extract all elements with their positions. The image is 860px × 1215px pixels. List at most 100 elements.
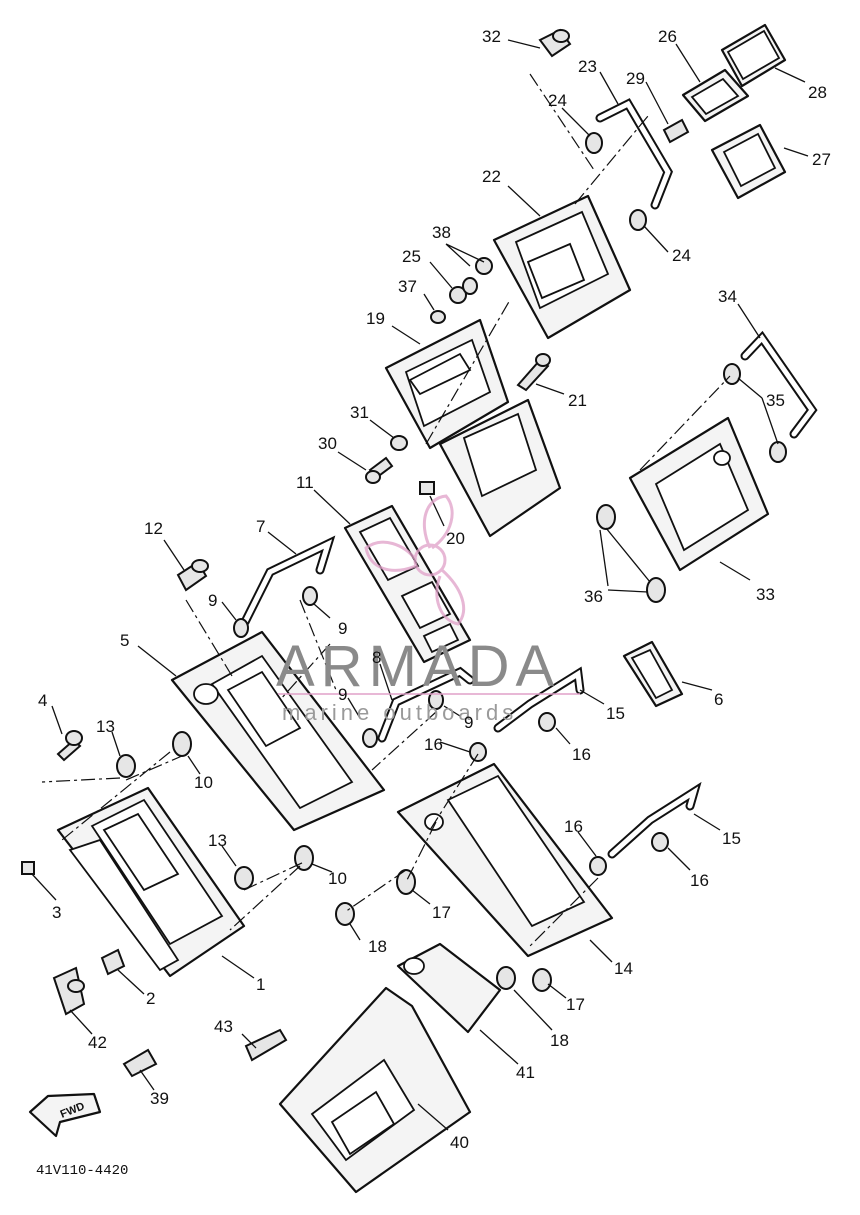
callout-9: 9 bbox=[338, 619, 347, 638]
part-5-plate bbox=[170, 630, 386, 832]
part-30-bolt bbox=[365, 456, 394, 484]
callout-29: 29 bbox=[626, 69, 645, 88]
callout-20: 20 bbox=[446, 529, 465, 548]
callout-18: 18 bbox=[368, 937, 387, 956]
callout-10: 10 bbox=[328, 869, 347, 888]
callout-24: 24 bbox=[672, 246, 691, 265]
callout-36: 36 bbox=[584, 587, 603, 606]
part-29-clip bbox=[662, 118, 690, 144]
leader-lines bbox=[31, 39, 809, 1131]
callout-24: 24 bbox=[548, 91, 567, 110]
callout-16: 16 bbox=[572, 745, 591, 764]
callout-43: 43 bbox=[214, 1017, 233, 1036]
callout-17: 17 bbox=[432, 903, 451, 922]
part-19-frame bbox=[384, 318, 510, 450]
part-13-plugs bbox=[116, 754, 254, 890]
callout-9: 9 bbox=[464, 713, 473, 732]
callout-25: 25 bbox=[402, 247, 421, 266]
part-1-housing bbox=[56, 786, 246, 978]
part-24-clamps bbox=[585, 132, 647, 231]
callout-9: 9 bbox=[208, 591, 217, 610]
watermark-subtitle: marine outboards bbox=[282, 700, 517, 725]
callout-27: 27 bbox=[812, 150, 831, 169]
part-14-plate bbox=[396, 762, 614, 958]
callout-11: 11 bbox=[296, 473, 314, 492]
callout-labels: 32 23 26 29 28 24 27 22 24 38 25 37 34 1… bbox=[38, 27, 831, 1152]
part-18-plugs bbox=[335, 902, 516, 990]
callout-34: 34 bbox=[718, 287, 737, 306]
callout-13: 13 bbox=[96, 717, 115, 736]
part-41-cover bbox=[396, 942, 502, 1034]
callout-14: 14 bbox=[614, 959, 633, 978]
watermark-propeller-logo bbox=[364, 494, 466, 626]
part-40-bracket bbox=[278, 986, 472, 1194]
part-7-hose bbox=[240, 535, 336, 627]
callout-1: 1 bbox=[256, 975, 265, 994]
callout-32: 32 bbox=[482, 27, 501, 46]
part-27-grommet bbox=[710, 123, 787, 200]
diagram-code: 41V110-4420 bbox=[36, 1163, 128, 1179]
callout-6: 6 bbox=[714, 690, 723, 709]
part-17-plugs bbox=[396, 869, 552, 992]
part-15a-hose bbox=[493, 666, 585, 733]
part-33-cover bbox=[628, 416, 770, 572]
callout-13: 13 bbox=[208, 831, 227, 850]
part-26-bracket bbox=[681, 68, 750, 123]
callout-38: 38 bbox=[432, 223, 451, 242]
watermark: ARMADA marine outboards bbox=[276, 494, 580, 725]
part-31-washer bbox=[390, 435, 408, 451]
part-3-nut bbox=[21, 861, 35, 875]
part-23-hose bbox=[595, 98, 673, 210]
callout-33: 33 bbox=[756, 585, 775, 604]
callout-15: 15 bbox=[722, 829, 741, 848]
callout-41: 41 bbox=[516, 1063, 535, 1082]
part-9-clamps bbox=[233, 586, 444, 748]
callout-21: 21 bbox=[568, 391, 587, 410]
callout-12: 12 bbox=[144, 519, 163, 538]
callout-19: 19 bbox=[366, 309, 385, 328]
callout-42: 42 bbox=[88, 1033, 107, 1052]
part-16-clamps bbox=[469, 712, 669, 876]
part-20-nut bbox=[419, 481, 435, 495]
callout-2: 2 bbox=[146, 989, 155, 1008]
callout-16: 16 bbox=[690, 871, 709, 890]
parts-25-37-38-washers bbox=[430, 257, 493, 324]
callout-26: 26 bbox=[658, 27, 677, 46]
callout-39: 39 bbox=[150, 1089, 169, 1108]
callout-18: 18 bbox=[550, 1031, 569, 1050]
part-15b-hose bbox=[607, 781, 702, 859]
callout-8: 8 bbox=[372, 648, 381, 667]
callout-23: 23 bbox=[578, 57, 597, 76]
part-6-cap bbox=[622, 640, 684, 708]
part-12-plug bbox=[176, 559, 209, 592]
part-28-cover bbox=[720, 23, 787, 88]
callout-3: 3 bbox=[52, 903, 61, 922]
callout-37: 37 bbox=[398, 277, 417, 296]
callout-4: 4 bbox=[38, 691, 47, 710]
watermark-title: ARMADA bbox=[276, 634, 560, 699]
callout-16: 16 bbox=[424, 735, 443, 754]
part-35-clamps bbox=[723, 363, 787, 463]
fwd-arrow: FWD bbox=[28, 1092, 102, 1138]
callout-22: 22 bbox=[482, 167, 501, 186]
part-32-plug bbox=[538, 28, 572, 58]
part-21-bolt bbox=[516, 353, 551, 392]
callout-40: 40 bbox=[450, 1133, 469, 1152]
callout-15: 15 bbox=[606, 704, 625, 723]
part-36-clamps bbox=[596, 504, 666, 603]
callout-35: 35 bbox=[766, 391, 785, 410]
part-8-hose bbox=[377, 666, 475, 743]
part-34-hose bbox=[740, 330, 818, 439]
part-4-bolt bbox=[56, 730, 83, 762]
callout-16: 16 bbox=[564, 817, 583, 836]
part-19-plate bbox=[438, 398, 562, 538]
callout-5: 5 bbox=[120, 631, 129, 650]
callout-9: 9 bbox=[338, 685, 347, 704]
part-42-bracket bbox=[52, 966, 86, 1016]
callout-30: 30 bbox=[318, 434, 337, 453]
part-11-gasket bbox=[343, 504, 472, 664]
callout-10: 10 bbox=[194, 773, 213, 792]
alignment-lines bbox=[41, 73, 731, 947]
part-2-clip bbox=[100, 948, 126, 976]
